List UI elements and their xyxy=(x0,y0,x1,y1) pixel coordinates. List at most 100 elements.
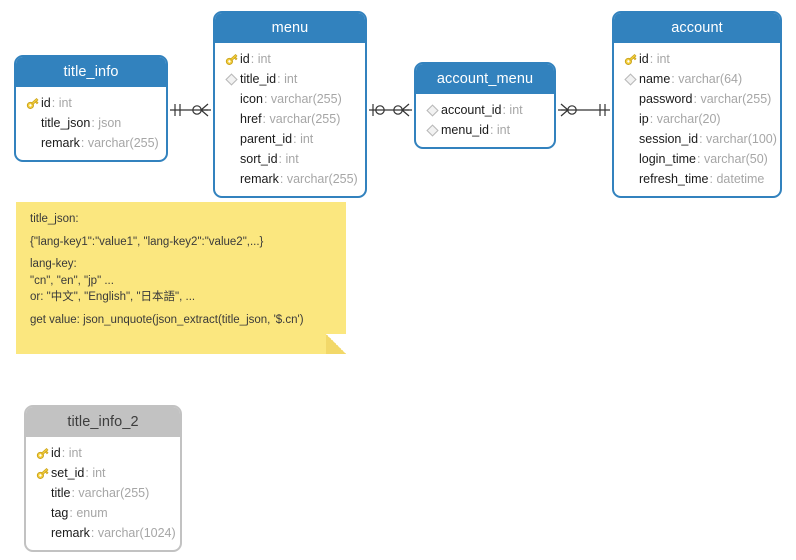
attribute-type: : varchar(255) xyxy=(71,486,150,500)
attribute-type-text: int xyxy=(284,72,298,86)
attribute-type: : int xyxy=(278,152,299,166)
attribute-row[interactable]: id: int xyxy=(215,49,365,69)
attribute-row[interactable]: login_time: varchar(50) xyxy=(614,149,780,169)
attribute-type: : varchar(255) xyxy=(263,92,342,106)
attribute-type: : datetime xyxy=(709,172,765,186)
note-line: lang-key: xyxy=(30,258,77,270)
attribute-row[interactable]: account_id: int xyxy=(416,100,554,120)
attribute-row[interactable]: session_id: varchar(100) xyxy=(614,129,780,149)
attribute-name: name xyxy=(639,72,671,86)
attribute-name: set_id xyxy=(51,466,85,480)
attribute-row[interactable]: parent_id: int xyxy=(215,129,365,149)
attribute-row[interactable]: password: varchar(255) xyxy=(614,89,780,109)
attribute-type: : varchar(50) xyxy=(696,152,768,166)
attribute-spacer xyxy=(24,135,41,152)
attribute-row[interactable]: remark: varchar(1024) xyxy=(26,523,180,543)
attribute-type-text: varchar(50) xyxy=(703,152,768,166)
attribute-type: : varchar(1024) xyxy=(90,526,176,540)
attribute-spacer xyxy=(34,485,51,502)
attribute-name: id xyxy=(41,96,51,110)
foreign-key-diamond-icon xyxy=(223,71,240,88)
foreign-key-diamond-icon xyxy=(622,71,639,88)
attribute-name: remark xyxy=(240,172,279,186)
attribute-row[interactable]: sort_id: int xyxy=(215,149,365,169)
attribute-spacer xyxy=(622,171,639,188)
relationship-connector-title_info-menu[interactable] xyxy=(170,95,211,125)
attribute-name: id xyxy=(240,52,250,66)
attribute-type-text: varchar(255) xyxy=(269,112,341,126)
attribute-name: id xyxy=(639,52,649,66)
attribute-row[interactable]: id: int xyxy=(26,443,180,463)
attribute-spacer xyxy=(223,91,240,108)
attribute-name: refresh_time xyxy=(639,172,709,186)
attribute-row[interactable]: remark: varchar(255) xyxy=(16,133,166,153)
attribute-type: : int xyxy=(85,466,106,480)
attribute-type-text: int xyxy=(300,132,314,146)
relationship-connector-account_menu-account[interactable] xyxy=(558,95,610,125)
attribute-type: : json xyxy=(91,116,122,130)
attribute-type-text: int xyxy=(285,152,299,166)
attribute-type-text: int xyxy=(68,446,82,460)
attribute-row[interactable]: href: varchar(255) xyxy=(215,109,365,129)
attribute-type-text: varchar(64) xyxy=(678,72,743,86)
attribute-row[interactable]: menu_id: int xyxy=(416,120,554,140)
attribute-spacer xyxy=(223,111,240,128)
attribute-row[interactable]: title: varchar(255) xyxy=(26,483,180,503)
attribute-type: : enum xyxy=(69,506,108,520)
attribute-type-text: varchar(255) xyxy=(78,486,150,500)
attribute-row[interactable]: name: varchar(64) xyxy=(614,69,780,89)
attribute-row[interactable]: remark: varchar(255) xyxy=(215,169,365,189)
attribute-name: tag xyxy=(51,506,69,520)
foreign-key-diamond-icon xyxy=(424,122,441,139)
attribute-name: password xyxy=(639,92,693,106)
attribute-name: menu_id xyxy=(441,123,489,137)
attribute-name: sort_id xyxy=(240,152,278,166)
attribute-row[interactable]: icon: varchar(255) xyxy=(215,89,365,109)
attribute-type-text: datetime xyxy=(716,172,765,186)
note-line: {"lang-key1":"value1", "lang-key2":"valu… xyxy=(30,235,264,248)
note-line: title_json: xyxy=(30,213,79,225)
attribute-name: id xyxy=(51,446,61,460)
attribute-name: title_json xyxy=(41,116,91,130)
attribute-row[interactable]: title_id: int xyxy=(215,69,365,89)
attribute-spacer xyxy=(34,525,51,542)
primary-key-icon xyxy=(223,51,240,68)
note-line: "cn", "en", "jp" ... xyxy=(30,274,114,287)
attribute-type-text: int xyxy=(496,123,511,137)
attribute-type: : int xyxy=(649,52,670,66)
attribute-row[interactable]: title_json: json xyxy=(16,113,166,133)
entity-title-account_menu: account_menu xyxy=(416,64,554,94)
attribute-spacer xyxy=(622,131,639,148)
attribute-row[interactable]: id: int xyxy=(16,93,166,113)
attribute-type: : int xyxy=(502,103,523,117)
attribute-row[interactable]: set_id: int xyxy=(26,463,180,483)
attribute-row[interactable]: ip: varchar(20) xyxy=(614,109,780,129)
foreign-key-diamond-icon xyxy=(424,102,441,119)
entity-title-title_info: title_info xyxy=(16,57,166,87)
attribute-type: : varchar(255) xyxy=(80,136,159,150)
attribute-type-text: int xyxy=(656,52,670,66)
attribute-type-text: enum xyxy=(76,506,108,520)
attribute-name: href xyxy=(240,112,262,126)
sticky-note-title-json[interactable]: title_json: {"lang-key1":"value1", "lang-… xyxy=(16,202,346,354)
attribute-type-text: varchar(255) xyxy=(87,136,159,150)
primary-key-icon xyxy=(34,465,51,482)
attribute-type: : int xyxy=(293,132,314,146)
attribute-row[interactable]: tag: enum xyxy=(26,503,180,523)
attribute-row[interactable]: id: int xyxy=(614,49,780,69)
attribute-row[interactable]: refresh_time: datetime xyxy=(614,169,780,189)
attribute-type: : int xyxy=(277,72,298,86)
attribute-type-text: varchar(255) xyxy=(700,92,772,106)
note-line: get value: json_unquote(json_extract(tit… xyxy=(30,313,304,326)
attribute-type-text: varchar(20) xyxy=(656,112,721,126)
attribute-type-text: int xyxy=(257,52,271,66)
relationship-connector-menu-account_menu[interactable] xyxy=(369,95,412,125)
note-line: or: "中文", "English", "日本語", ... xyxy=(30,291,196,303)
attribute-type: : int xyxy=(250,52,271,66)
